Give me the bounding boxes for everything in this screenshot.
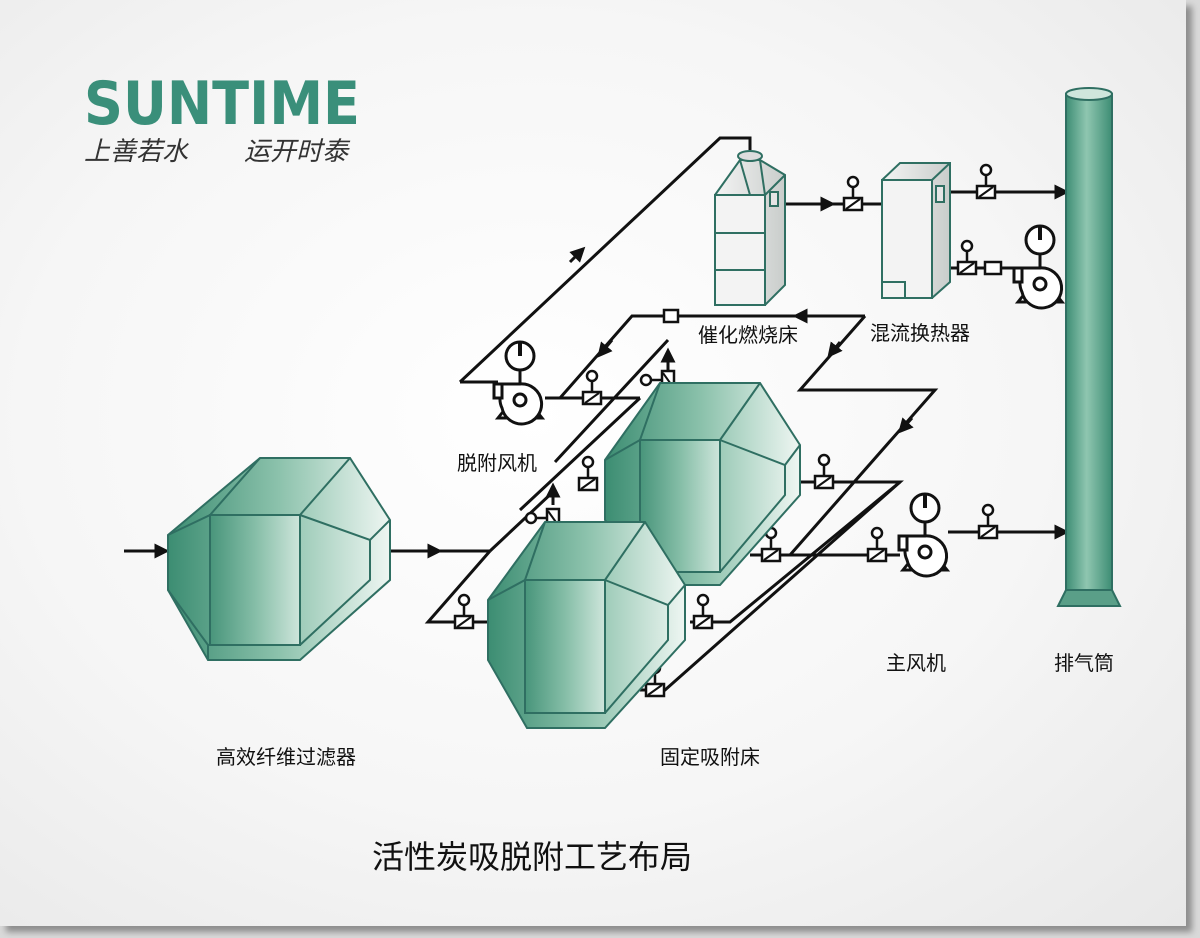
pipe-adsorber-in xyxy=(424,550,492,624)
pipe-hx-to-adsorber xyxy=(788,315,939,556)
valve-icon xyxy=(453,593,475,630)
valve-icon xyxy=(956,239,978,276)
valve-icon xyxy=(577,455,599,492)
catalytic-bed xyxy=(714,150,786,306)
logo-slogan-right: 运开时泰 xyxy=(244,137,351,167)
exhaust-stack xyxy=(1056,87,1122,607)
pipes xyxy=(124,136,1070,692)
auxiliary-fan-icon xyxy=(1012,224,1064,310)
logo: SUNTIME 上善若水 运开时泰 xyxy=(84,69,360,167)
fiber-filter xyxy=(167,457,391,661)
valve-icon xyxy=(813,453,835,490)
label-main-fan: 主风机 xyxy=(886,651,946,675)
diagram-title: 活性炭吸脱附工艺布局 xyxy=(372,838,692,876)
pipe-desorption-loop xyxy=(458,136,752,384)
valve-icon xyxy=(842,175,864,212)
label-desorption-fan: 脱附风机 xyxy=(457,451,537,475)
valves xyxy=(453,163,1003,698)
adsorption-bed-front xyxy=(487,521,686,729)
label-heat-exchanger: 混流换热器 xyxy=(870,321,970,345)
main-fan-icon xyxy=(897,492,949,578)
label-stack: 排气筒 xyxy=(1054,651,1114,675)
pipe-return xyxy=(545,314,865,400)
valve-icon xyxy=(977,503,999,540)
valve-icon xyxy=(692,593,714,630)
label-catalytic-bed: 催化燃烧床 xyxy=(698,323,798,347)
label-adsorption-bed: 固定吸附床 xyxy=(660,745,760,769)
desorption-fan-icon xyxy=(492,340,544,426)
valve-icon xyxy=(866,526,888,563)
valve-icon xyxy=(581,369,603,406)
logo-brand: SUNTIME xyxy=(84,69,360,139)
logo-slogan-left: 上善若水 xyxy=(84,137,189,167)
label-filter: 高效纤维过滤器 xyxy=(216,745,356,769)
valve-icon xyxy=(975,163,997,200)
heat-exchanger xyxy=(881,162,951,299)
